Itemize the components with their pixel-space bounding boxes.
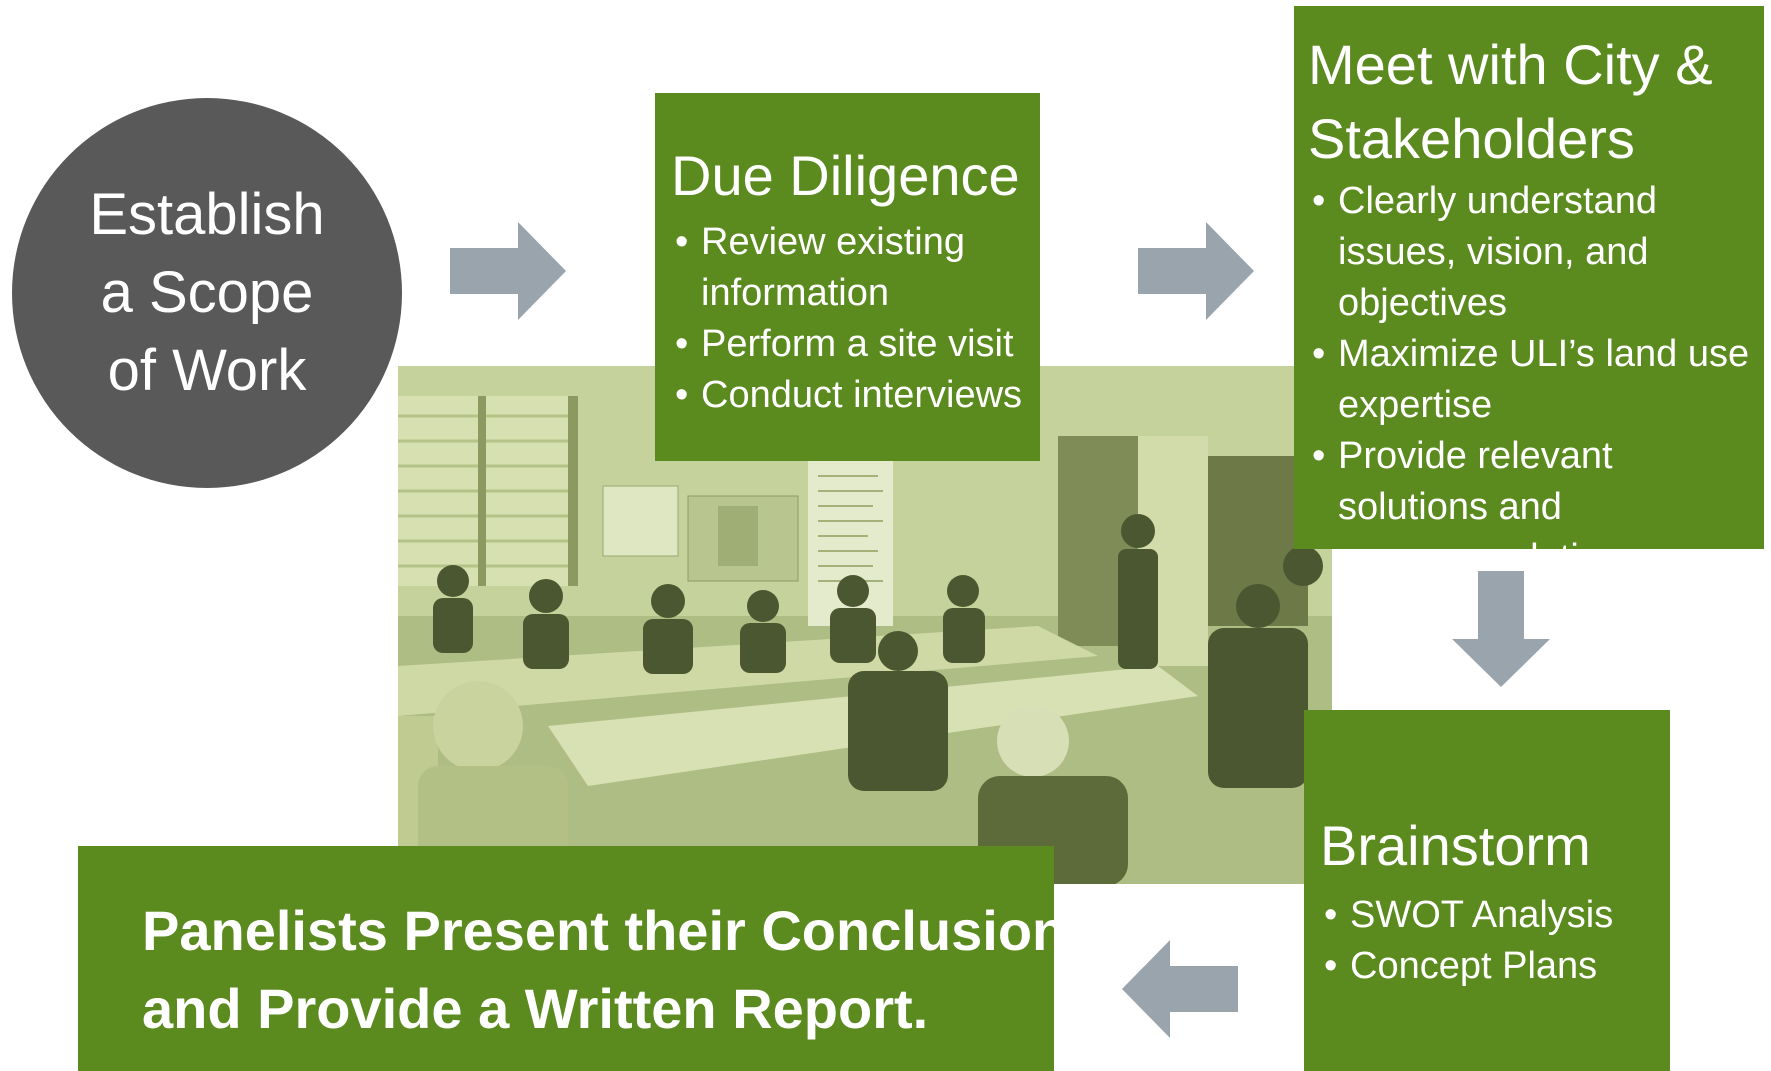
arrow-left-icon xyxy=(1122,940,1238,1038)
due-diligence-box: Due Diligence Review existing informatio… xyxy=(655,93,1040,461)
list-item: Review existing information xyxy=(671,217,1026,319)
scope-line: of Work xyxy=(107,338,307,403)
scope-line: Establish xyxy=(89,182,325,247)
meet-stakeholders-list: Clearly understand issues, vision, and o… xyxy=(1308,176,1764,584)
present-line: and Provide a Written Report. xyxy=(142,977,929,1040)
meet-stakeholders-box: Meet with City & Stakeholders Clearly un… xyxy=(1294,6,1764,579)
list-item: SWOT Analysis xyxy=(1320,890,1670,941)
list-item: Conduct interviews xyxy=(671,370,1026,421)
arrow-right-icon xyxy=(1138,222,1254,320)
brainstorm-title: Brainstorm xyxy=(1320,814,1591,877)
meet-stakeholders-title: Meet with City & Stakeholders xyxy=(1308,28,1764,176)
list-item: Perform a site visit xyxy=(671,319,1026,370)
present-conclusions-box: Panelists Present their Conclusions and … xyxy=(78,846,1098,1071)
scope-label: Establish a Scope of Work xyxy=(77,176,337,410)
list-item: Concept Plans xyxy=(1320,941,1670,992)
due-diligence-title: Due Diligence xyxy=(671,144,1020,207)
present-line: Panelists Present their Conclusions xyxy=(142,899,1098,962)
scope-circle: Establish a Scope of Work xyxy=(12,98,402,488)
arrow-right-icon xyxy=(450,222,566,320)
brainstorm-list: SWOT Analysis Concept Plans xyxy=(1320,890,1670,992)
meet-title-line: Meet with City & xyxy=(1308,33,1713,96)
list-item: Maximize ULI’s land use expertise xyxy=(1308,329,1764,431)
list-item: Clearly understand issues, vision, and o… xyxy=(1308,176,1764,329)
meet-title-line: Stakeholders xyxy=(1308,107,1635,170)
list-item: Provide relevant solutions and recommend… xyxy=(1308,431,1764,584)
brainstorm-box: Brainstorm SWOT Analysis Concept Plans xyxy=(1304,710,1670,1071)
arrow-down-icon xyxy=(1452,571,1550,687)
due-diligence-list: Review existing information Perform a si… xyxy=(671,217,1026,421)
scope-line: a Scope xyxy=(100,260,314,325)
